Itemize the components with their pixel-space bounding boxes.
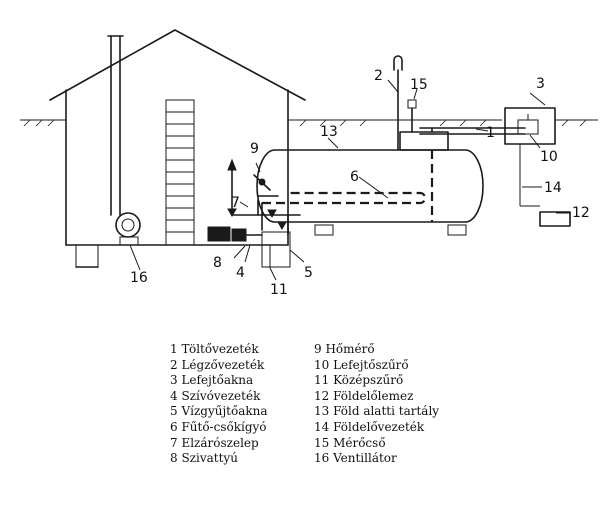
legend-right-column: 9 Hőmérő 10 Lefejtőszűrő 11 Középszűrő 1…	[314, 342, 439, 467]
callout-10: 10	[540, 149, 558, 165]
filling-line	[419, 127, 526, 135]
legend-item: 6 Fűtő-csőkígyó	[170, 419, 267, 434]
legend-item: 8 Szivattyú	[170, 451, 238, 466]
pump	[207, 226, 263, 242]
callout-4: 4	[236, 265, 245, 281]
callout-16: 16	[130, 270, 148, 286]
thermometer	[253, 174, 271, 191]
callout-15: 15	[410, 77, 428, 93]
vent-pipe	[393, 55, 403, 151]
leader-lines	[129, 79, 571, 281]
legend-item: 12 Földelőlemez	[314, 388, 414, 403]
measuring-pipe	[407, 99, 417, 133]
legend-item: 4 Szívóvezeték	[170, 388, 261, 403]
callout-labels: 1 2 3 4 5 6 7 8 9 10 11 12 13 14 15 16	[130, 68, 590, 298]
shutoff-valve	[227, 208, 287, 231]
callout-7: 7	[231, 195, 240, 211]
callout-9: 9	[250, 141, 259, 157]
tank-supports	[314, 224, 467, 236]
callout-1: 1	[486, 125, 495, 141]
pump-house	[49, 29, 306, 268]
water-sump	[261, 231, 291, 268]
legend-item: 14 Földelővezeték	[314, 419, 425, 434]
callout-3: 3	[536, 76, 545, 92]
ground-line	[20, 119, 598, 127]
legend-left-column: 1 Töltővezeték 2 Légzővezeték 3 Lefejtőa…	[170, 342, 268, 467]
legend-item: 13 Föld alatti tartály	[314, 404, 440, 419]
legend-item: 15 Mérőcső	[314, 435, 386, 450]
exhaust-duct	[107, 35, 124, 216]
legend-item: 5 Vízgyűjtőakna	[170, 404, 268, 419]
legend-item: 3 Lefejtőakna	[170, 373, 254, 388]
callout-5: 5	[304, 265, 313, 281]
heating-coil	[262, 191, 427, 205]
legend-item: 2 Légzővezeték	[170, 357, 265, 372]
legend-item: 1 Töltővezeték	[170, 342, 259, 356]
legend-item: 16 Ventillátor	[314, 451, 397, 466]
grounding-plate	[539, 211, 571, 227]
legend-item: 10 Lefejtőszűrő	[314, 357, 409, 372]
callout-8: 8	[213, 255, 222, 271]
callout-13: 13	[320, 124, 338, 140]
grounding-line	[519, 144, 540, 207]
underground-tank	[256, 131, 484, 223]
legend-item: 7 Elzárószelep	[170, 435, 259, 450]
legend-item: 9 Hőmérő	[314, 342, 375, 356]
callout-11: 11	[270, 282, 288, 298]
legend-item: 11 Középszűrő	[314, 373, 404, 388]
callout-6: 6	[350, 169, 359, 185]
fan	[115, 212, 141, 246]
callout-12: 12	[572, 205, 590, 221]
callout-14: 14	[544, 180, 562, 196]
unloading-shaft	[504, 107, 556, 145]
callout-2: 2	[374, 68, 383, 84]
